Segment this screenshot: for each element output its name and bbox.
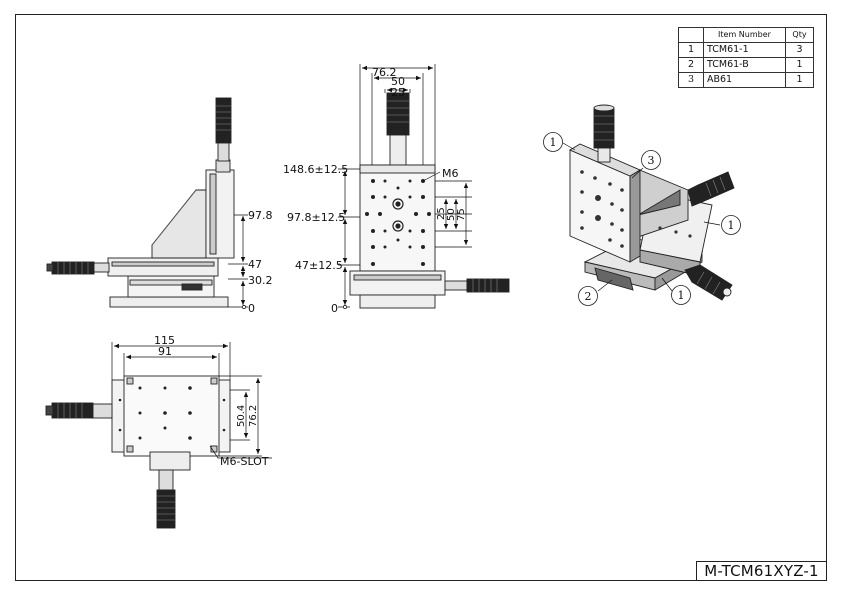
top-dim-50-4: 50.4 — [236, 405, 247, 427]
front-view-dimensions — [338, 64, 472, 309]
bom-row: 1 TCM61-1 3 — [678, 42, 814, 58]
bom-row: 3 AB61 1 — [678, 72, 814, 88]
front-dim-76-2: 76.2 — [372, 66, 397, 79]
front-view-holes — [365, 179, 431, 266]
iso-view — [569, 104, 735, 301]
side-dim-30-2: 30.2 — [248, 274, 273, 287]
front-dim-right-50: 50 — [446, 208, 457, 221]
front-view-center-holes — [392, 198, 404, 232]
drawing-number: M-TCM61XYZ-1 — [696, 561, 827, 581]
front-dim-148-6: 148.6±12.5 — [283, 163, 348, 176]
side-dim-47: 47 — [248, 258, 262, 271]
side-view — [46, 97, 235, 308]
iso-balloon-3: 3 — [648, 154, 655, 167]
top-dim-76-2: 76.2 — [248, 405, 259, 427]
top-view-dimensions — [111, 342, 272, 459]
drawing-border — [15, 14, 827, 581]
iso-balloon-1c: 1 — [678, 289, 685, 302]
iso-view-balloon-leaders — [562, 142, 721, 292]
side-view-dimensions — [228, 214, 248, 309]
front-thread-label: M6 — [442, 167, 459, 180]
front-dim-right-75: 75 — [456, 208, 467, 221]
front-dim-50: 50 — [391, 75, 405, 88]
front-view — [349, 92, 510, 309]
top-view-holes — [118, 386, 226, 440]
top-view — [45, 375, 231, 529]
side-dim-0: 0 — [248, 302, 255, 315]
front-dim-25: 25 — [391, 86, 405, 99]
iso-view-holes — [580, 170, 692, 248]
iso-balloon-2: 2 — [585, 290, 592, 303]
top-slot-label: M6-SLOT — [220, 455, 269, 468]
bom-cell-qty: 1 — [785, 72, 814, 88]
bom-table: Item Number Qty 1 TCM61-1 3 2 TCM61-B 1 … — [678, 27, 814, 88]
iso-balloon-1b: 1 — [728, 219, 735, 232]
iso-balloon-1a: 1 — [550, 136, 557, 149]
bom-cell-qty: 3 — [785, 42, 814, 58]
bom-row: 2 TCM61-B 1 — [678, 57, 814, 73]
top-dim-91: 91 — [158, 345, 172, 358]
front-dim-right-25: 25 — [436, 207, 447, 220]
front-dim-47: 47±12.5 — [295, 259, 343, 272]
front-dim-97-8: 97.8±12.5 — [287, 211, 345, 224]
side-dim-97-8: 97.8 — [248, 209, 273, 222]
iso-view-balloons — [543, 132, 741, 306]
top-dim-115: 115 — [154, 334, 175, 347]
front-dim-0: 0 — [331, 302, 338, 315]
